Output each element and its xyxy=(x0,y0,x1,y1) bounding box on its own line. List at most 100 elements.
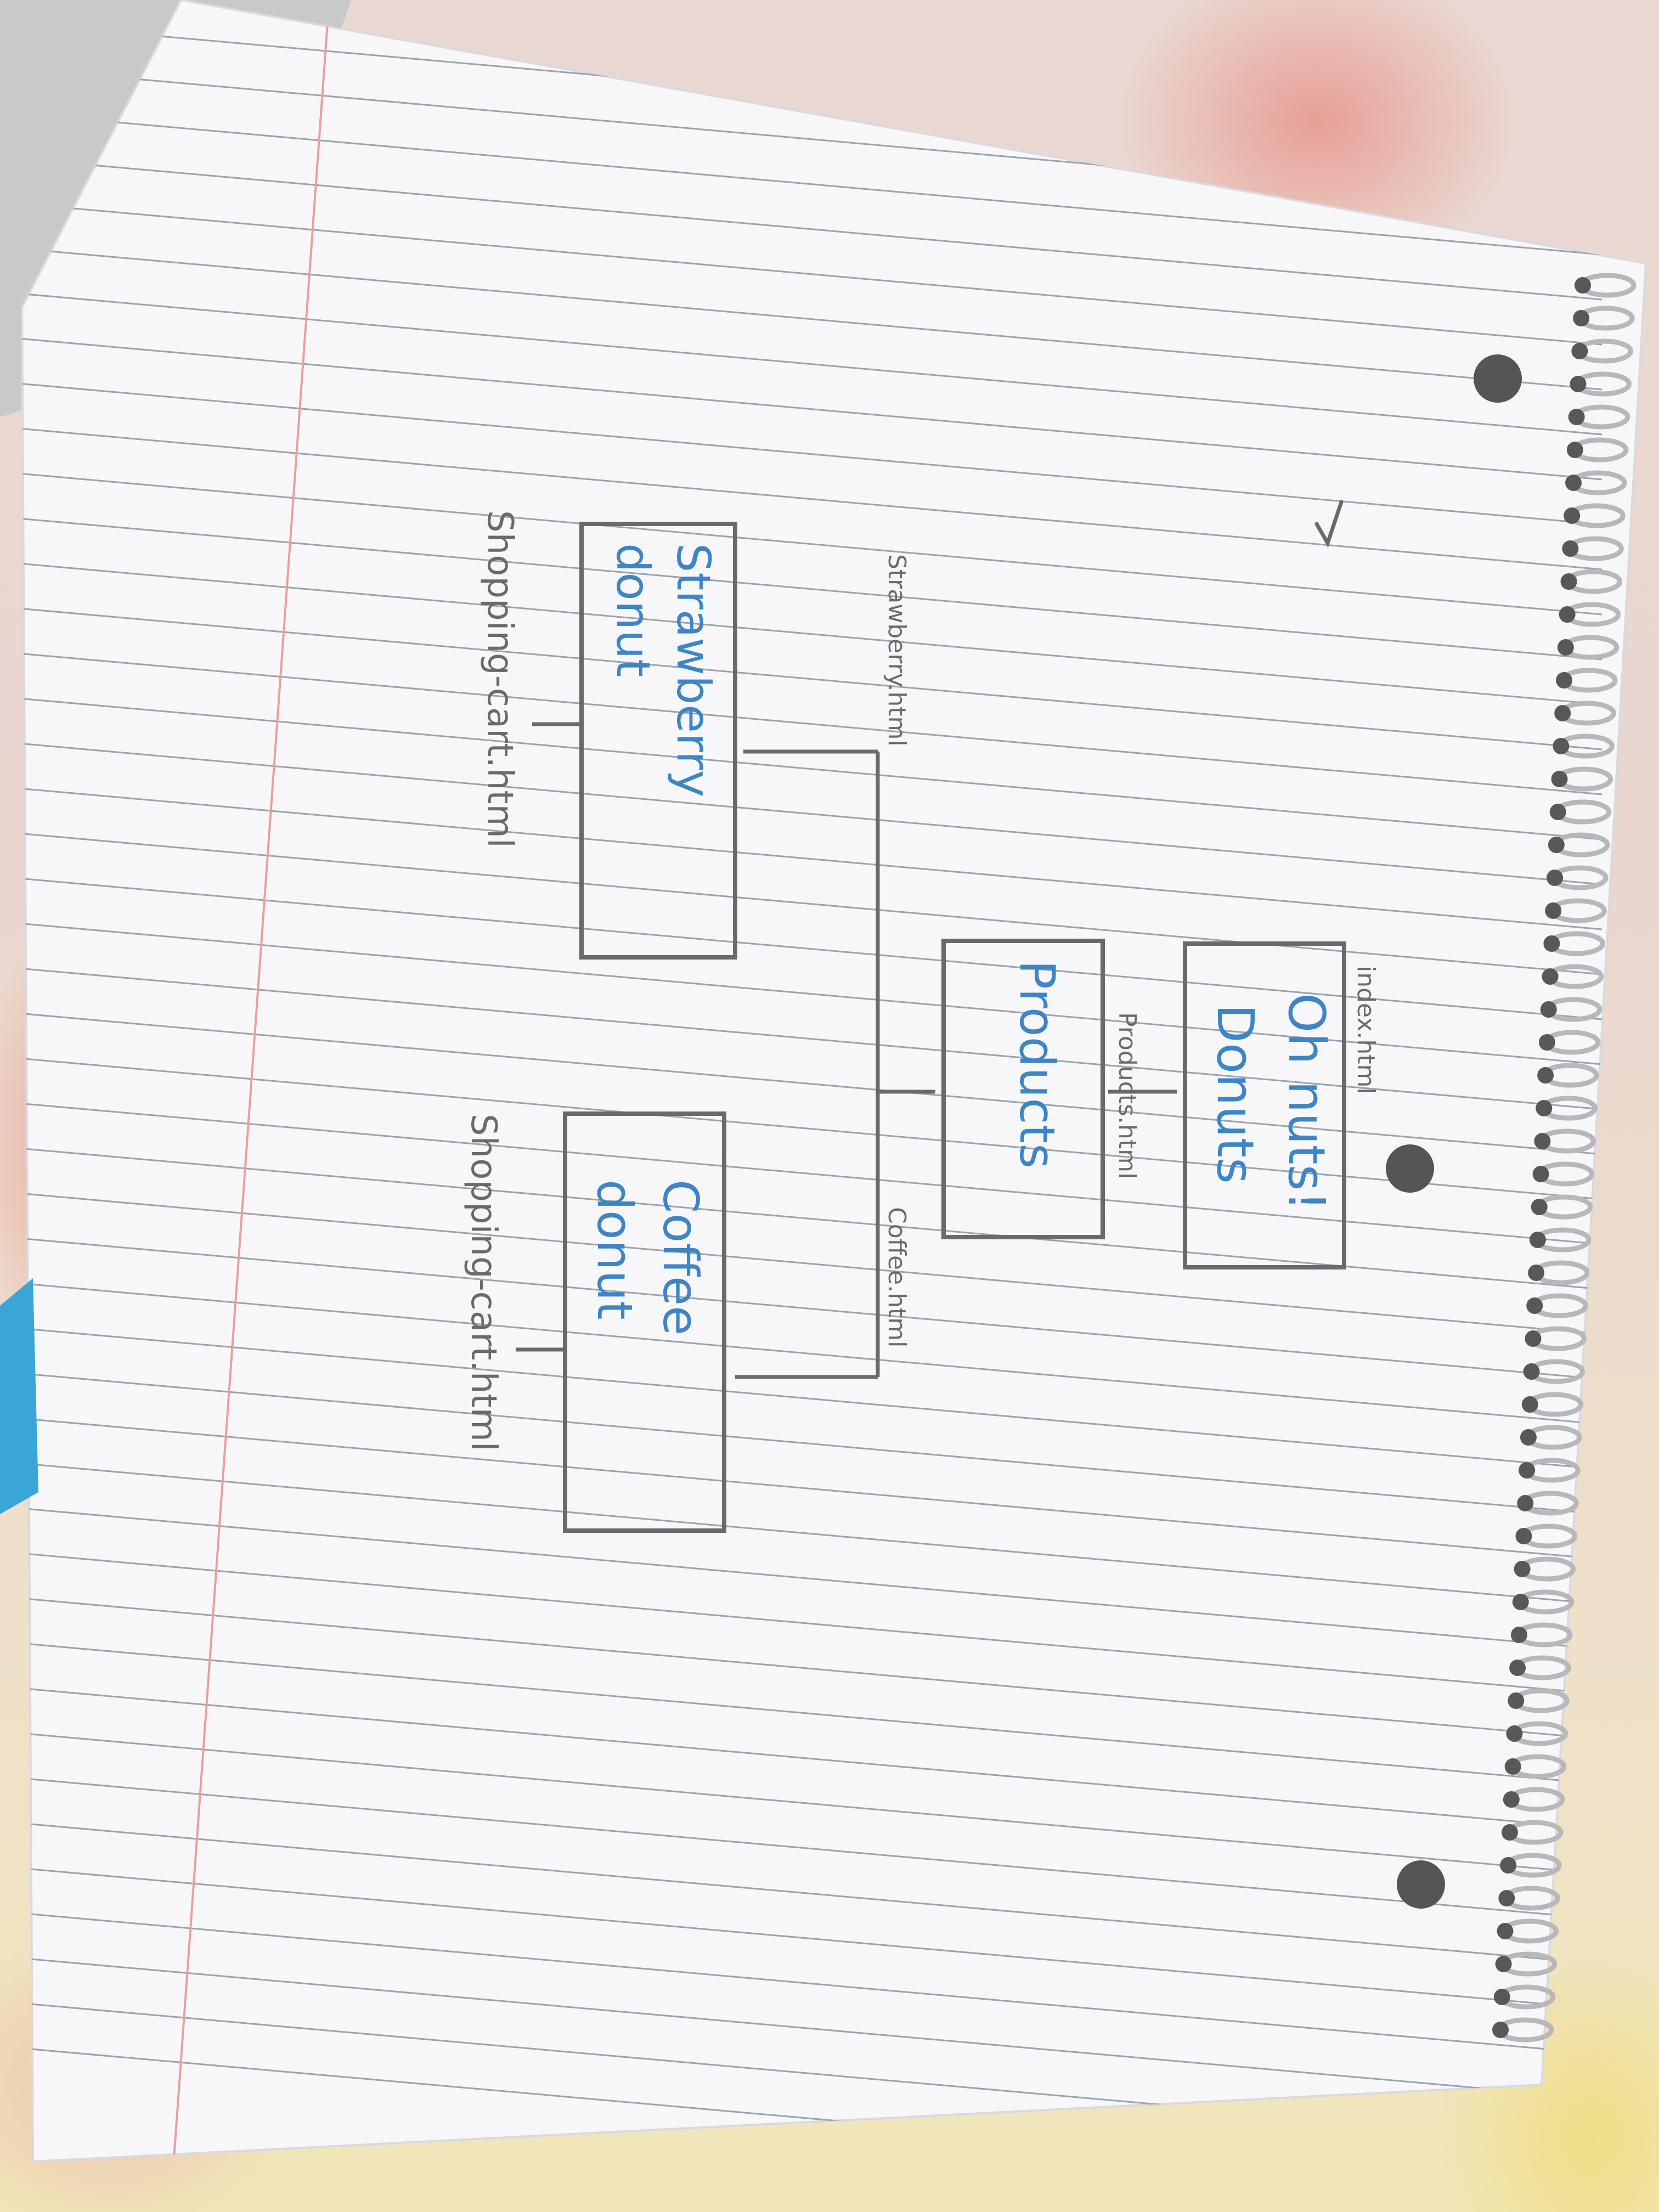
spiral-hole xyxy=(1575,277,1591,294)
rule-line xyxy=(22,471,1602,616)
rule-line xyxy=(22,1595,1602,1740)
check-mark xyxy=(1314,500,1344,548)
node-coffee-title: Coffee xyxy=(652,1180,709,1335)
rule-line xyxy=(22,1056,1602,1200)
spiral-hole xyxy=(1549,804,1566,820)
spiral-hole xyxy=(1557,639,1574,656)
rule-line xyxy=(22,1910,1602,2055)
spiral-hole xyxy=(1538,1034,1555,1051)
spiral-hole xyxy=(1570,376,1587,392)
rule-line xyxy=(22,921,1602,1065)
spiral-hole xyxy=(1509,1660,1526,1676)
spiral-hole xyxy=(1514,1561,1531,1577)
rule-line xyxy=(22,1640,1602,1785)
spiral-hole xyxy=(1492,2022,1509,2038)
spiral-hole xyxy=(1542,968,1559,985)
node-home-title: Oh nuts! xyxy=(1277,993,1336,1211)
rule-line xyxy=(22,1370,1602,1515)
rule-line xyxy=(22,966,1602,1110)
spiral-hole xyxy=(1510,1627,1527,1643)
rule-line xyxy=(22,246,1602,391)
spiral-hole xyxy=(1568,409,1585,425)
node-products-box xyxy=(941,939,1105,1239)
rule-line xyxy=(22,1820,1602,1965)
node-coffee-cart-label: Shopping-cart.html xyxy=(463,1114,504,1452)
spiral-hole xyxy=(1571,343,1588,359)
spiral-hole xyxy=(1503,1791,1520,1808)
spiral-hole xyxy=(1554,705,1571,721)
rule-line xyxy=(22,561,1602,706)
rule-line xyxy=(22,1235,1602,1380)
spiral-hole xyxy=(1501,1824,1518,1841)
spiral-binding xyxy=(1492,273,1637,2042)
spiral-hole xyxy=(1566,442,1583,458)
node-home: index.html Oh nuts! Donuts xyxy=(1183,941,1380,1269)
node-strawberry-title: Strawberry xyxy=(667,543,720,797)
node-coffee: Coffee.html Coffee donut Shopping-cart.h… xyxy=(463,1111,911,1533)
node-coffee-file-label: Coffee.html xyxy=(883,1207,911,1347)
node-coffee-subtitle: donut xyxy=(586,1180,643,1320)
rule-line xyxy=(22,1325,1602,1470)
spiral-hole xyxy=(1521,1396,1538,1413)
node-coffee-box xyxy=(563,1111,726,1533)
spiral-hole xyxy=(1495,1956,1512,1972)
spiral-hole xyxy=(1564,507,1581,524)
rule-line xyxy=(22,291,1602,436)
spiral-hole xyxy=(1565,475,1582,491)
rule-line xyxy=(22,1415,1602,1560)
spiral-hole xyxy=(1540,1001,1557,1018)
spiral-hole xyxy=(1500,1857,1517,1874)
node-strawberry-cart-label: Shopping-cart.html xyxy=(479,510,520,848)
spiral-hole xyxy=(1534,1133,1551,1149)
spiral-hole xyxy=(1556,672,1573,689)
rule-line xyxy=(22,1460,1602,1605)
node-products-file-label: Products.html xyxy=(1113,1012,1141,1179)
rule-line xyxy=(22,606,1602,751)
spiral-hole xyxy=(1551,771,1568,787)
spiral-hole xyxy=(1529,1232,1546,1248)
rule-line xyxy=(22,1011,1602,1155)
rule-line xyxy=(22,876,1602,1020)
spiral-hole xyxy=(1520,1429,1537,1446)
punch-hole-bottom xyxy=(1397,1860,1445,1909)
spiral-hole xyxy=(1545,902,1562,919)
node-home-subtitle: Donuts xyxy=(1206,1004,1265,1184)
margin-line xyxy=(169,0,330,2162)
spiral-hole xyxy=(1506,1725,1523,1742)
spiral-hole xyxy=(1523,1363,1540,1380)
spiral-hole xyxy=(1543,935,1560,952)
spiral-hole xyxy=(1515,1528,1532,1544)
rule-line xyxy=(22,1101,1602,1245)
spiral-hole xyxy=(1547,870,1564,886)
node-strawberry: Strawberry.html Strawberry donut Shoppin… xyxy=(479,510,911,960)
rule-line xyxy=(22,1280,1602,1425)
blue-marker xyxy=(0,1278,38,1514)
spiral-hole xyxy=(1493,1989,1510,2005)
spiral-hole xyxy=(1504,1758,1521,1775)
rule-line xyxy=(22,1685,1602,1830)
node-home-box xyxy=(1183,941,1346,1269)
spiral-hole xyxy=(1497,1923,1514,1939)
spiral-hole xyxy=(1525,1330,1542,1347)
spiral-hole xyxy=(1517,1495,1534,1511)
rule-line xyxy=(22,1865,1602,2010)
punch-hole-middle xyxy=(1386,1144,1434,1193)
spiral-hole xyxy=(1560,573,1577,590)
site-map-diagram: index.html Oh nuts! Donuts Products.html… xyxy=(463,510,1380,1533)
rule-line xyxy=(22,786,1602,930)
node-home-file-label: index.html xyxy=(1352,966,1380,1094)
punch-hole-top xyxy=(1474,354,1522,403)
rule-line xyxy=(22,156,1602,301)
node-products: Products.html Products xyxy=(941,939,1141,1239)
spiral-hole xyxy=(1519,1462,1536,1479)
spiral-hole xyxy=(1553,738,1570,754)
node-strawberry-box xyxy=(579,522,737,960)
node-strawberry-file-label: Strawberry.html xyxy=(883,554,911,747)
notebook-paper xyxy=(20,0,1647,2163)
connectors xyxy=(516,722,1177,1379)
rule-line xyxy=(22,2045,1602,2162)
spiral-hole xyxy=(1548,837,1565,853)
spiral-hole xyxy=(1508,1692,1525,1709)
spiral-hole xyxy=(1573,310,1590,326)
